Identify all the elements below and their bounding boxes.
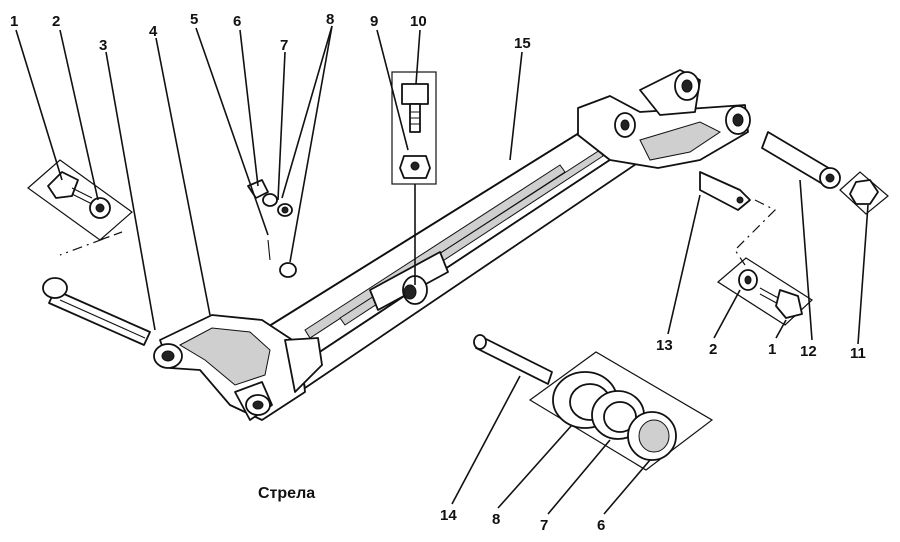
callout-13: 13 [656, 337, 673, 354]
bolt-washer-set-right [716, 257, 813, 326]
pin-12 [761, 131, 841, 189]
callout-5: 5 [190, 11, 198, 28]
callout-2-left: 2 [52, 13, 60, 30]
pivot-pin-3 [42, 277, 151, 346]
nut-11 [839, 171, 889, 215]
bolt-nut-set-9-10 [391, 71, 437, 185]
callout-7-bottom: 7 [540, 517, 548, 534]
callout-1-left: 1 [10, 13, 18, 30]
washer-set-bottom [528, 351, 714, 471]
bolt-13 [699, 171, 751, 211]
diagram-caption: Стрела [258, 485, 315, 502]
callout-2-right: 2 [709, 341, 717, 358]
boom-arm [254, 119, 643, 389]
callout-14: 14 [440, 507, 457, 524]
callout-1-right: 1 [768, 341, 776, 358]
callout-8-bottom: 8 [492, 511, 500, 528]
small-parts-top [247, 179, 297, 278]
callout-11: 11 [850, 345, 866, 362]
callout-7-top: 7 [280, 37, 288, 54]
callout-labels: 1 2 3 4 5 6 7 8 9 10 15 13 2 1 12 11 14 … [10, 11, 866, 534]
callout-15: 15 [514, 35, 531, 52]
boom-root-fork [153, 314, 323, 421]
bolt-washer-set-left [27, 159, 133, 241]
callout-8-top: 8 [326, 11, 334, 28]
callout-3: 3 [99, 37, 107, 54]
callout-12: 12 [800, 343, 817, 360]
pin-14 [473, 334, 553, 385]
callout-9: 9 [370, 13, 378, 30]
boom-head-bracket [577, 69, 751, 169]
callout-6-top: 6 [233, 13, 241, 30]
callout-4: 4 [149, 23, 158, 40]
callout-10: 10 [410, 13, 427, 30]
leader-lines [15, 25, 869, 515]
callout-6-bottom: 6 [597, 517, 605, 534]
